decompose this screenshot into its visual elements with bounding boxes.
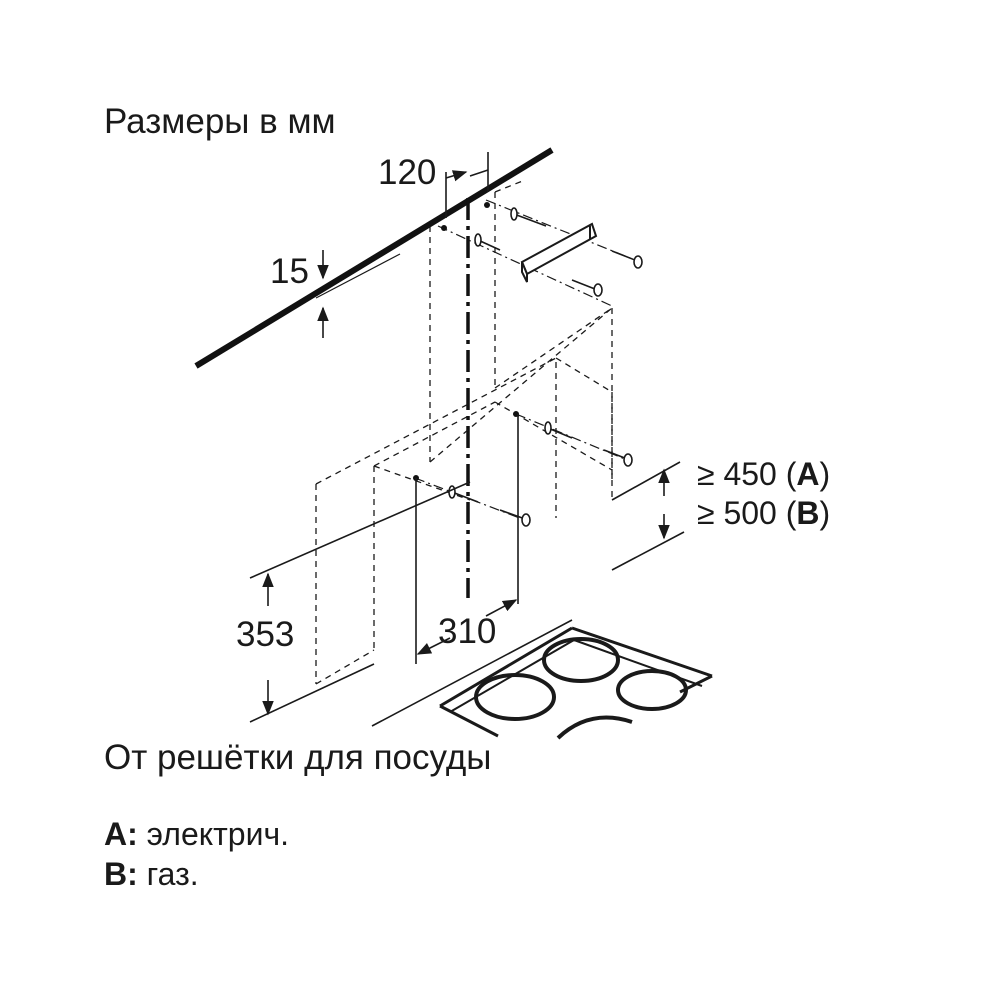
screws-top	[474, 207, 643, 297]
screws-lower	[448, 421, 633, 527]
dimension-310: 310	[438, 612, 497, 651]
dim-120-lines	[445, 152, 489, 218]
dim-353-lines	[249, 481, 471, 723]
ceiling-line	[194, 147, 554, 369]
burner-4	[556, 715, 633, 740]
legend-electric: A: электрич.	[104, 816, 289, 852]
units-title: Размеры в мм	[104, 102, 336, 141]
dimension-353: 353	[236, 615, 295, 654]
burner-2	[474, 673, 556, 721]
dimension-15: 15	[270, 252, 309, 291]
legend-gas: B: газ.	[104, 856, 199, 892]
dim-310-lines	[415, 414, 519, 664]
mount-holes-lower	[414, 413, 633, 523]
cooktop	[371, 619, 713, 740]
lower-box-dashed	[315, 357, 613, 685]
dim-15-lines	[315, 250, 401, 338]
dimension-120: 120	[378, 153, 437, 192]
burner-1	[542, 637, 620, 683]
clearance-electric: ≥ 450 (A)	[697, 456, 831, 492]
dim-clearance-lines	[611, 461, 685, 571]
clearance-gas: ≥ 500 (B)	[697, 495, 831, 531]
footer-caption: От решётки для посуды	[104, 738, 492, 777]
burner-3	[616, 669, 688, 711]
wall-bracket	[520, 222, 598, 283]
